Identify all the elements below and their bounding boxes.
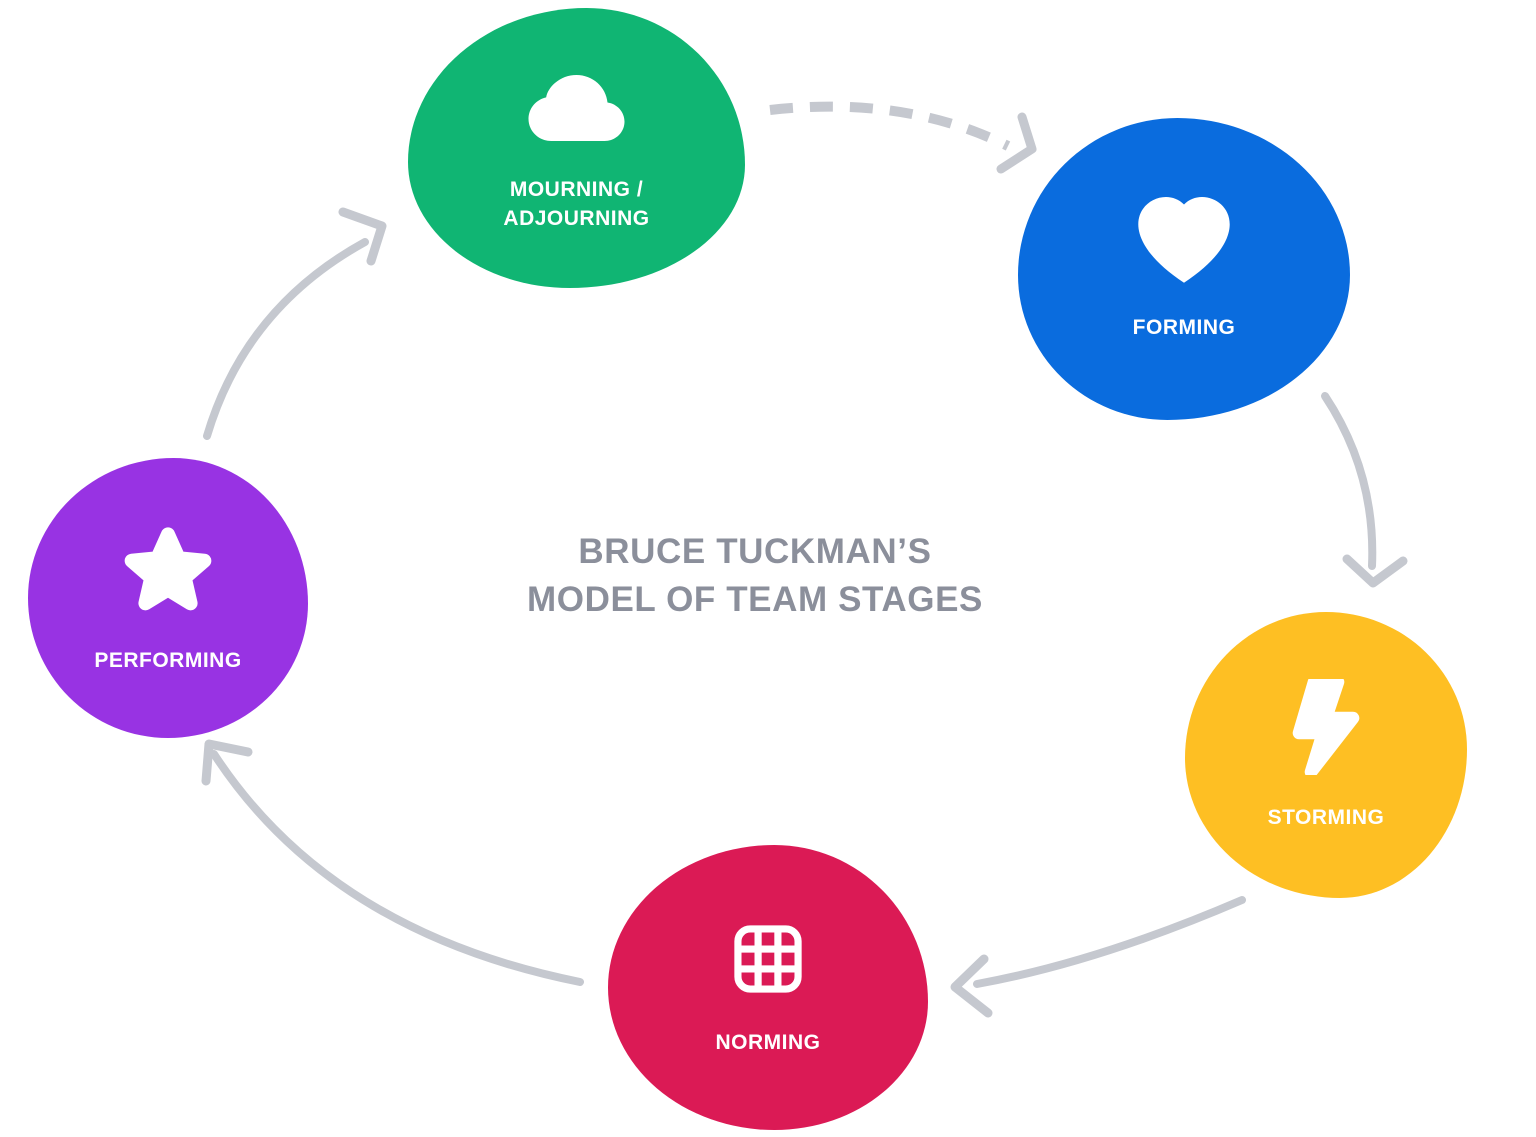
stage-label-forming: FORMING (1133, 313, 1236, 342)
stage-label-mourning: MOURNING / ADJOURNING (503, 175, 649, 233)
star-icon (124, 527, 212, 611)
diagram-title-line2: MODEL OF TEAM STAGES (527, 580, 983, 619)
stage-label-storming: STORMING (1268, 803, 1385, 832)
diagram-title: BRUCE TUCKMAN’S MODEL OF TEAM STAGES (430, 528, 1080, 624)
arrow-forming-to-storming (1321, 392, 1408, 588)
stage-label-performing: PERFORMING (94, 646, 241, 675)
stage-storming: STORMING (1185, 612, 1467, 898)
stage-label-line: MOURNING / (509, 178, 644, 201)
arrow-mourning-to-forming (769, 101, 1037, 174)
lightning-icon (1292, 678, 1360, 775)
arrow-performing-to-mourning (203, 207, 387, 440)
stage-performing: PERFORMING (28, 458, 308, 738)
stage-label-line: ADJOURNING (503, 207, 650, 230)
grid-icon (734, 925, 802, 993)
stage-label-line: PERFORMING (94, 649, 242, 672)
stage-label-line: STORMING (1267, 805, 1385, 829)
heart-icon (1138, 196, 1230, 283)
arrow-storming-to-norming (950, 896, 1246, 1018)
stage-label-line: FORMING (1132, 315, 1236, 339)
stage-mourning-adjourning: MOURNING / ADJOURNING (408, 8, 745, 288)
stage-label-line: NORMING (715, 1031, 821, 1054)
stage-forming: FORMING (1018, 118, 1350, 420)
stage-norming: NORMING (608, 845, 928, 1130)
arrow-norming-to-performing (201, 739, 584, 986)
cloud-icon (528, 75, 625, 141)
diagram-title-line1: BRUCE TUCKMAN’S (578, 532, 932, 571)
stage-label-norming: NORMING (716, 1028, 821, 1057)
